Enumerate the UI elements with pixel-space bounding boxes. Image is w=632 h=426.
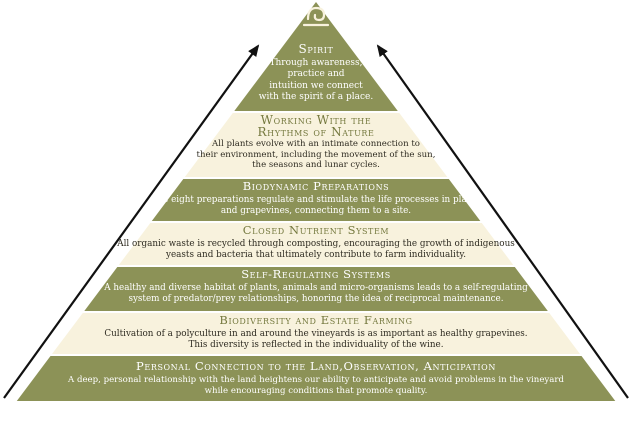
right-up-arrow [376, 44, 629, 399]
spiral-symbol-icon [302, 6, 330, 27]
pyramid-tier-7 [16, 356, 616, 401]
pyramid-tier-6 [52, 313, 580, 354]
pyramid-tier-3 [151, 179, 481, 221]
pyramid-tier-1 [234, 2, 398, 111]
pyramid-tier-4 [118, 223, 514, 265]
pyramid-tier-2 [184, 113, 448, 177]
pyramid-tier-5 [84, 267, 548, 311]
left-up-arrow [3, 44, 260, 399]
